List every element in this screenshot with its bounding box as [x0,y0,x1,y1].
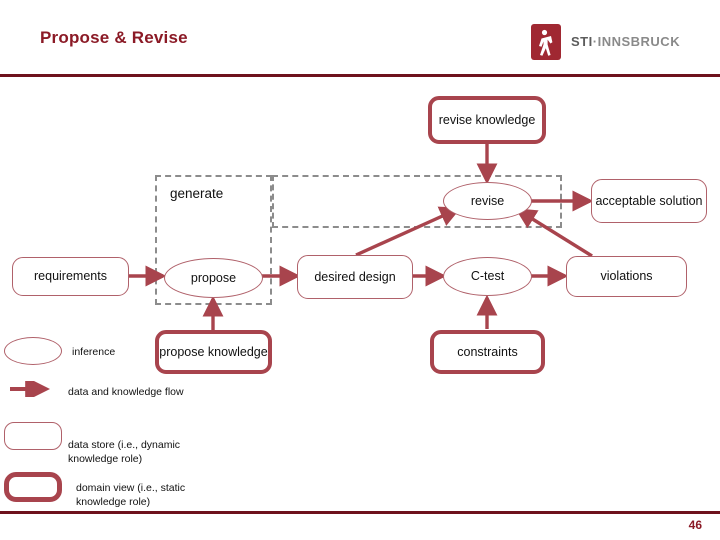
legend-data-store-shape [4,422,62,450]
page-number: 46 [688,518,702,532]
node-revise-inference[interactable]: revise [443,182,532,220]
legend-flow-label: data and knowledge flow [68,386,184,398]
logo-text-innsbruck: INNSBRUCK [597,34,681,49]
node-requirements[interactable]: requirements [12,257,129,296]
node-propose-knowledge[interactable]: propose knowledge [155,330,272,374]
node-acceptable-solution[interactable]: acceptable solution [591,179,707,223]
sti-innsbruck-logo: STI·INNSBRUCK [531,24,703,64]
legend-inference-label: inference [72,346,116,358]
node-constraints[interactable]: constraints [430,330,545,374]
legend-data-store-label: data store (i.e., dynamic knowledge role… [68,439,181,466]
legend-domain-view-shape [4,472,62,502]
footer-divider [0,511,720,514]
node-c-test[interactable]: C-test [443,257,532,296]
node-revise-knowledge[interactable]: revise knowledge [428,96,546,144]
legend-arrow-shape [10,381,51,397]
sti-figure-icon [531,24,561,60]
node-propose[interactable]: propose [164,258,263,298]
header-divider [0,74,720,77]
legend-domain-view-label: domain view (i.e., static knowledge role… [76,482,186,509]
legend-inference-shape [4,337,62,365]
logo-wordmark: STI·INNSBRUCK [571,34,680,49]
logo-text-sti: STI [571,34,593,49]
logo-text-separator: · [592,34,598,49]
node-desired-design[interactable]: desired design [297,255,413,299]
group-generate-label: generate [170,186,224,201]
page-title: Propose & Revise [40,28,188,47]
node-violations[interactable]: violations [566,256,687,297]
